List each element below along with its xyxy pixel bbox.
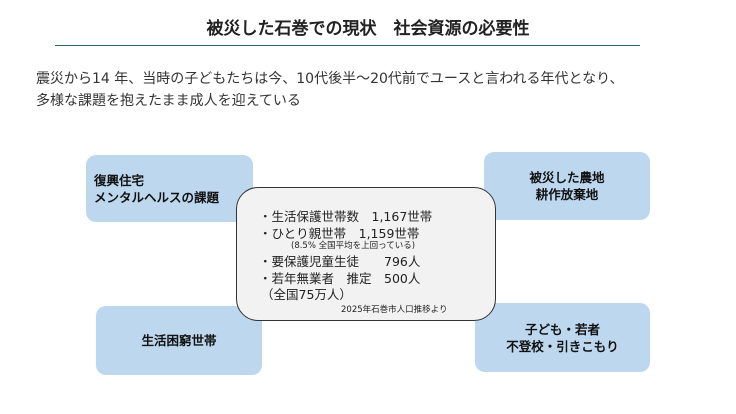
stat-source: 2025年石巻市人口推移より [341, 305, 448, 315]
issue-box-youth: 子ども・若者不登校・引きこもり [475, 303, 650, 372]
stat-note: (8.5% 全国平均を上回っている) [291, 241, 416, 251]
stat-single-parent: ・ひとり親世帯 1,159世帯 [259, 226, 420, 241]
issue-box-farmland: 被災した農地耕作放棄地 [484, 152, 650, 220]
box-line: メンタルヘルスの課題 [94, 189, 220, 205]
box-line: 耕作放棄地 [535, 187, 599, 202]
stat-welfare: ・生活保護世帯数 1,167世帯 [259, 209, 433, 224]
intro-line-1: 震災から14 年、当時の子どもたちは今、10代後半〜20代前でユースと言われる年… [36, 71, 624, 87]
intro-line-2: 多様な課題を抱えたまま成人を迎えている [36, 93, 301, 109]
box-line: 不登校・引きこもり [506, 338, 619, 354]
box-line: 生活困窮世帯 [141, 333, 217, 348]
issue-box-housing: 復興住宅メンタルヘルスの課題 [86, 155, 253, 222]
statistics-box: ・生活保護世帯数 1,167世帯 ・ひとり親世帯 1,159世帯 (8.5% 全… [236, 187, 496, 321]
box-line: 子ども・若者 [524, 321, 600, 337]
issue-box-poverty: 生活困窮世帯 [96, 306, 262, 375]
box-line: 復興住宅 [94, 172, 145, 188]
box-line: 被災した農地 [529, 170, 605, 185]
stat-children: ・要保護児童生徒 796人 [259, 254, 421, 269]
intro-text: 震災から14 年、当時の子どもたちは今、10代後半〜20代前でユースと言われる年… [36, 68, 624, 112]
stat-neet: ・若年無業者 推定 500人 [259, 271, 421, 286]
stat-national: （全国75万人） [261, 287, 352, 302]
title-divider [55, 45, 640, 46]
slide-title: 被災した石巻での現状 社会資源の必要性 [206, 19, 530, 39]
